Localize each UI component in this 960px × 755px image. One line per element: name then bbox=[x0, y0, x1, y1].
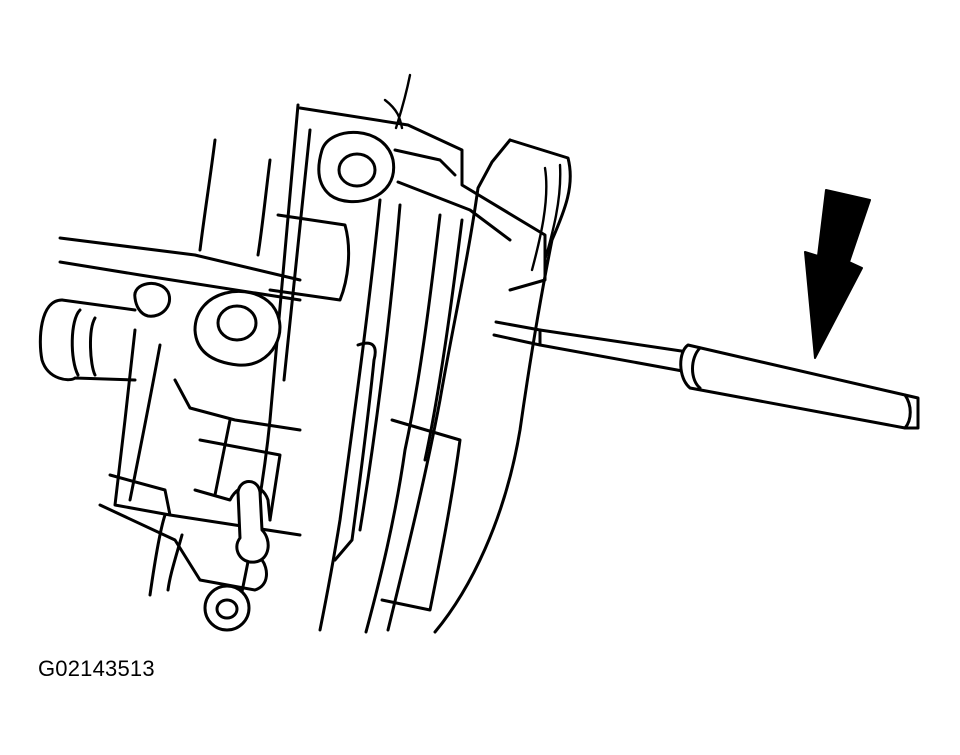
indicator-arrow bbox=[804, 189, 871, 359]
left-rib-2 bbox=[256, 158, 272, 257]
left-frame-top bbox=[58, 236, 302, 282]
bottom-eyelet bbox=[203, 584, 251, 632]
housing-flange-outer bbox=[433, 138, 572, 634]
left-frame-low bbox=[60, 298, 137, 312]
left-frame-mid bbox=[58, 260, 302, 302]
lower-rib bbox=[148, 513, 184, 597]
top-bracket bbox=[298, 106, 547, 292]
rib-6 bbox=[423, 218, 464, 462]
tool-handle-cap bbox=[691, 346, 702, 390]
left-block-inner bbox=[108, 343, 172, 517]
left-stub bbox=[38, 298, 137, 382]
bolt-boss-top bbox=[317, 130, 396, 204]
panel-mid bbox=[333, 341, 377, 562]
stud-left bbox=[133, 282, 171, 318]
panel-upper bbox=[268, 213, 351, 302]
figure-id-label: G02143513 bbox=[38, 656, 155, 681]
rib-2 bbox=[282, 128, 312, 382]
housing-flange-inner bbox=[386, 138, 512, 632]
housing bbox=[38, 73, 572, 634]
rib-3 bbox=[318, 198, 382, 632]
stud-lower bbox=[235, 480, 270, 564]
tool bbox=[492, 320, 920, 430]
rib-4 bbox=[358, 203, 402, 532]
tool-shaft bbox=[538, 328, 690, 374]
top-bracket-stem bbox=[383, 73, 412, 130]
tool-end bbox=[903, 393, 920, 430]
left-block-low bbox=[198, 418, 282, 522]
left-rib-1 bbox=[198, 138, 217, 252]
lower-extension bbox=[98, 503, 268, 592]
housing-flange-edge bbox=[530, 163, 562, 272]
left-stub-inner bbox=[70, 308, 97, 377]
bolt-boss-center bbox=[193, 289, 282, 367]
left-block-mid bbox=[173, 378, 302, 432]
tool-tip bbox=[492, 320, 542, 347]
panel-lower bbox=[380, 418, 462, 612]
top-bracket-inner bbox=[393, 148, 512, 242]
tool-handle bbox=[679, 343, 912, 430]
rib-5 bbox=[364, 213, 442, 634]
